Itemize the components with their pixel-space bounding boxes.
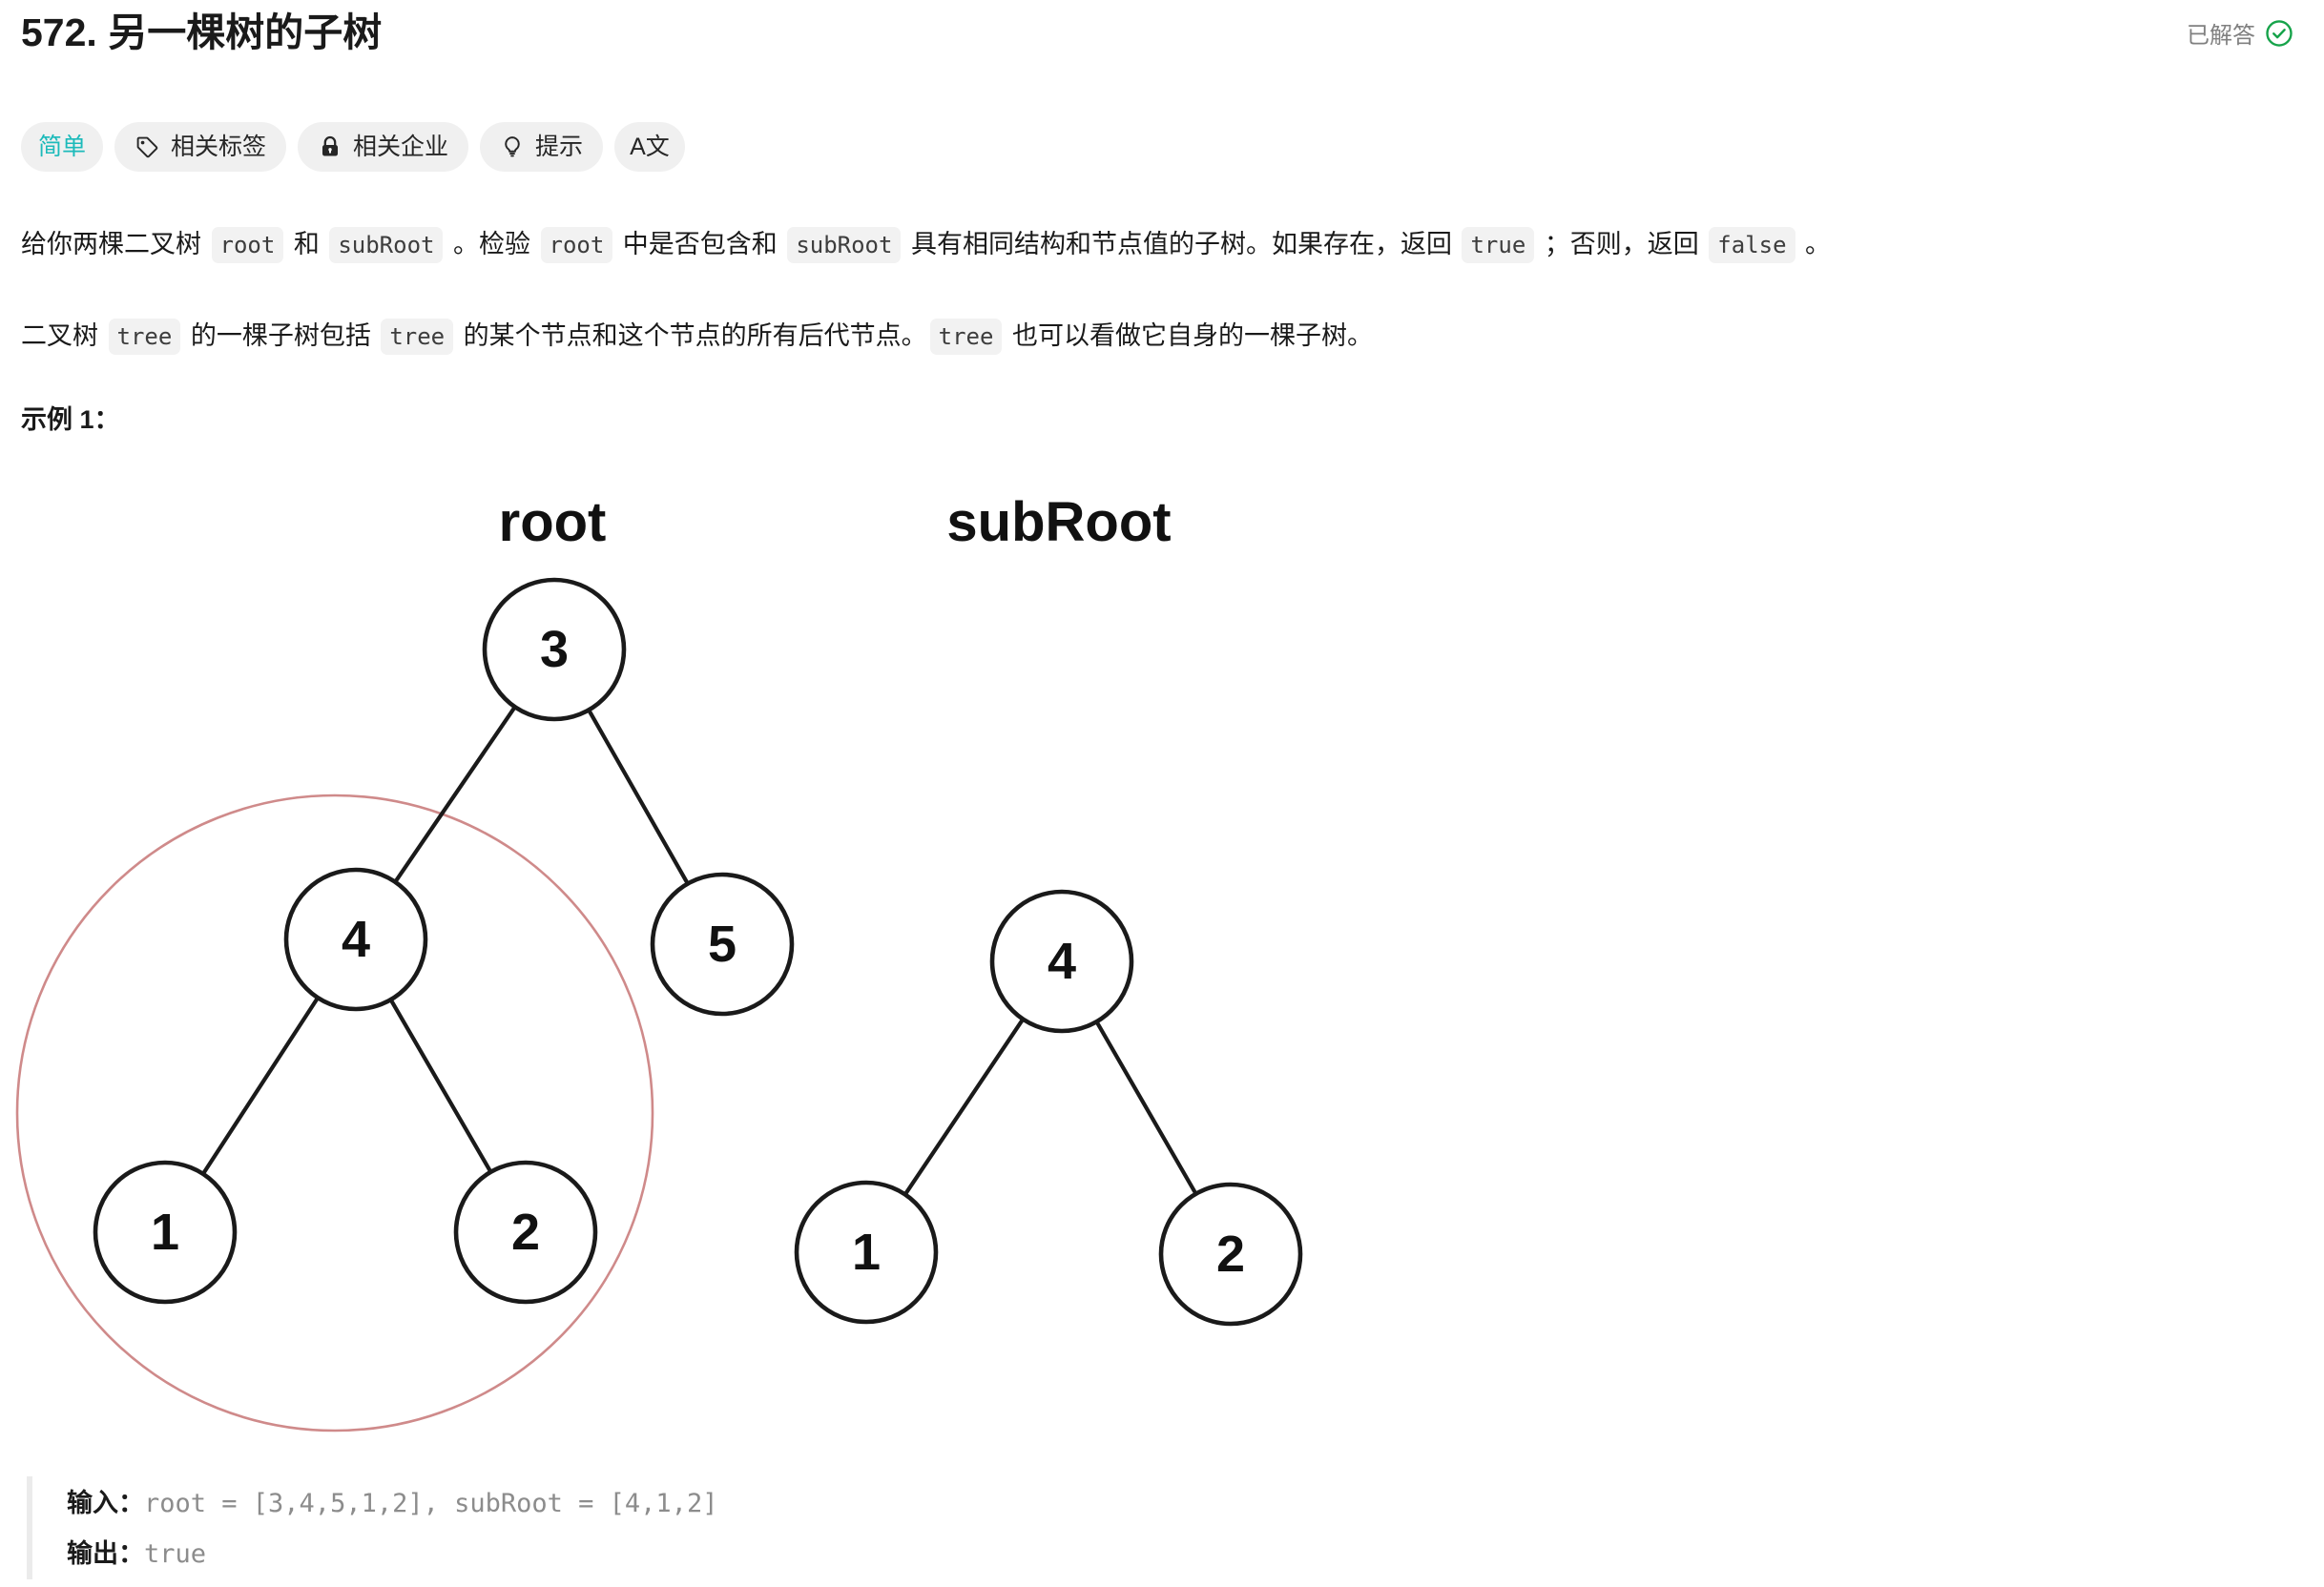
text-fragment: 给你两棵二叉树: [21, 230, 209, 258]
inline-code-root: root: [211, 227, 284, 263]
example-output-line: 输出：true: [67, 1529, 717, 1579]
hint-label: 提示: [535, 133, 584, 160]
meta-pill-row: 简单 相关标签 相关企业: [21, 122, 685, 172]
sub-tree-edge: [1094, 1020, 1198, 1196]
tree-node-circle: [1158, 1182, 1303, 1327]
tree-node-circle: [650, 872, 795, 1017]
tree-node-circle: [989, 889, 1134, 1034]
text-fragment: 二叉树: [21, 321, 106, 350]
tree-node-value: 1: [852, 1224, 881, 1281]
related-tags-label: 相关标签: [171, 133, 267, 160]
status-badge: 已解答: [2187, 19, 2293, 52]
text-fragment: 。检验: [446, 230, 538, 258]
page-title: 572. 另一棵树的子树: [21, 10, 383, 54]
input-value: root = [3,4,5,1,2], subRoot = [4,1,2]: [144, 1489, 718, 1518]
hint-button[interactable]: 提示: [480, 122, 604, 172]
text-fragment: 。: [1797, 230, 1832, 258]
tree-node-circle: [794, 1180, 939, 1325]
root-tree-label: root: [499, 491, 607, 553]
description-paragraph-2: 二叉树 tree 的一棵子树包括 tree 的某个节点和这个节点的所有后代节点。…: [21, 317, 1373, 356]
tree-node-value: 2: [511, 1204, 540, 1261]
inline-code-true: true: [1462, 227, 1535, 263]
text-fragment: 的一棵子树包括: [183, 321, 379, 350]
example-input-line: 输入：root = [3,4,5,1,2], subRoot = [4,1,2]: [67, 1478, 717, 1529]
root-tree-node: 2: [453, 1160, 598, 1305]
text-fragment: 中是否包含和: [615, 230, 785, 258]
tree-node-value: 4: [342, 911, 370, 968]
sub-tree-node: 2: [1158, 1182, 1303, 1327]
input-label: 输入：: [67, 1489, 144, 1517]
inline-code-subroot-2: subRoot: [787, 227, 902, 263]
tag-icon: [135, 134, 160, 160]
translate-icon: A文: [630, 133, 670, 160]
difficulty-label: 简单: [38, 133, 87, 160]
subtree-highlight-circle: [15, 794, 654, 1432]
tree-node-value: 3: [540, 621, 569, 678]
description-paragraph-1: 给你两棵二叉树 root 和 subRoot 。检验 root 中是否包含和 s…: [21, 225, 1831, 264]
lightbulb-icon: [500, 134, 525, 159]
inline-code-root-2: root: [540, 227, 613, 263]
tree-node-value: 5: [708, 916, 737, 973]
binary-tree-diagram: 3 4 5 1 2 4 1 2 root subRoot: [15, 491, 1303, 1432]
output-value: true: [144, 1539, 207, 1569]
example-heading: 示例 1：: [21, 405, 120, 434]
root-tree-edge: [388, 998, 493, 1174]
tree-node-circle: [482, 577, 627, 722]
root-tree-node: 4: [283, 867, 428, 1012]
translate-button[interactable]: A文: [614, 122, 685, 172]
text-fragment: 和: [286, 230, 327, 258]
text-fragment: ；否则，返回: [1537, 230, 1707, 258]
inline-code-false: false: [1709, 227, 1795, 263]
header-row: 572. 另一棵树的子树 已解答: [21, 6, 2305, 59]
example-io-block: 输入：root = [3,4,5,1,2], subRoot = [4,1,2]…: [27, 1476, 717, 1579]
root-tree-edge: [200, 996, 321, 1176]
status-label: 已解答: [2187, 22, 2255, 49]
tree-node-circle: [453, 1160, 598, 1305]
tree-node-circle: [93, 1160, 238, 1305]
root-tree-edge: [393, 705, 517, 884]
check-circle-icon: [2265, 19, 2293, 52]
text-fragment: 具有相同结构和节点值的子树。如果存在，返回: [903, 230, 1460, 258]
tree-node-value: 1: [151, 1204, 179, 1261]
root-tree-node: 3: [482, 577, 627, 722]
example-tree-figure: 3 4 5 1 2 4 1 2 root subRoot: [0, 469, 1336, 1442]
root-tree-node: 5: [650, 872, 795, 1017]
sub-tree-label: subRoot: [946, 491, 1171, 553]
text-fragment: 也可以看做它自身的一棵子树。: [1005, 321, 1373, 350]
sub-tree-node: 1: [794, 1180, 939, 1325]
lock-icon: [318, 134, 342, 159]
sub-tree-node: 4: [989, 889, 1134, 1034]
root-tree-edge: [587, 708, 690, 886]
output-label: 输出：: [67, 1539, 144, 1568]
related-tags-button[interactable]: 相关标签: [114, 122, 287, 172]
inline-code-tree: tree: [108, 319, 181, 355]
root-tree-node: 1: [93, 1160, 238, 1305]
inline-code-tree-3: tree: [929, 319, 1003, 355]
text-fragment: 的某个节点和这个节点的所有后代节点。: [456, 321, 927, 350]
related-companies-label: 相关企业: [353, 133, 449, 160]
sub-tree-edge: [903, 1017, 1026, 1197]
inline-code-subroot: subRoot: [329, 227, 444, 263]
tree-node-value: 2: [1216, 1226, 1245, 1283]
tree-node-value: 4: [1048, 933, 1076, 990]
difficulty-badge[interactable]: 简单: [21, 122, 104, 172]
related-companies-button[interactable]: 相关企业: [298, 122, 469, 172]
tree-node-circle: [283, 867, 428, 1012]
inline-code-tree-2: tree: [381, 319, 454, 355]
